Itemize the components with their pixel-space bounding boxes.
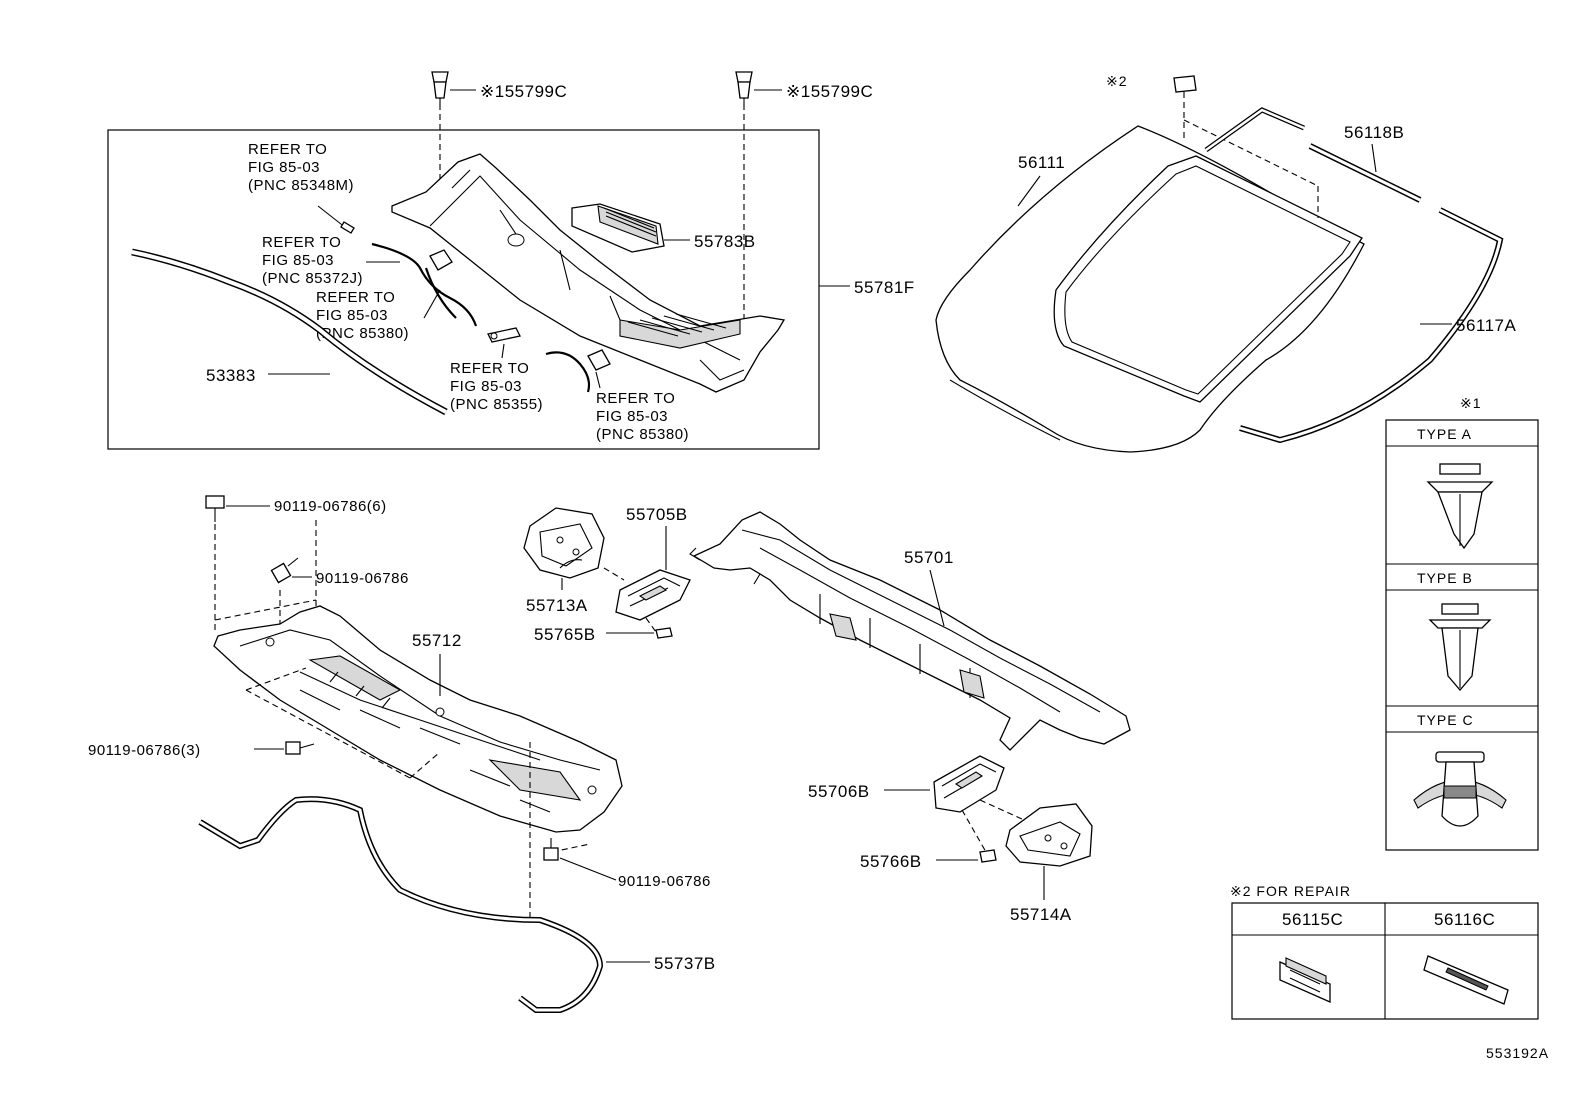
box-label: 55781F: [854, 278, 915, 297]
spacer-56115C-icon: [1279, 957, 1331, 1003]
bracket-55706B: [933, 755, 1005, 813]
type-c-label: TYPE C: [1417, 712, 1474, 728]
type-b-label: TYPE B: [1417, 570, 1473, 586]
ref-note-2: REFER TO FIG 85-03 (PNC 85372J): [262, 234, 363, 287]
harness-icon: [545, 349, 611, 393]
spacer-56116C-icon: [1423, 955, 1509, 1005]
label-55783B: 55783B: [694, 232, 756, 251]
label-55766B: 55766B: [860, 852, 922, 871]
svg-text:REFER TO: REFER TO: [248, 141, 327, 158]
svg-text:FIG 85-03: FIG 85-03: [262, 252, 334, 269]
cowl-top-panel: [391, 153, 786, 393]
cowl-reinforcement-55701: [689, 511, 1131, 751]
svg-text:(PNC 85380): (PNC 85380): [596, 426, 689, 443]
clip-icon: [431, 71, 449, 104]
label-90119-b: 90119-06786: [316, 570, 409, 587]
svg-text:FIG 85-03: FIG 85-03: [316, 307, 388, 324]
label-56117A: 56117A: [1456, 316, 1517, 335]
bolt-icon: [270, 557, 299, 584]
repair-panel: [1231, 902, 1539, 1020]
bracket-55713A: [523, 507, 605, 579]
clip-right-label: ※155799C: [786, 82, 873, 101]
bolt-icon: [205, 495, 225, 522]
label-55714A: 55714A: [1010, 905, 1072, 924]
label-55712: 55712: [412, 631, 462, 650]
clip-type-b-icon: [1428, 603, 1492, 691]
label-55706B: 55706B: [808, 782, 870, 801]
bracket-55714A: [1005, 803, 1093, 867]
label-55705B: 55705B: [626, 505, 688, 524]
seal-55737B: [198, 796, 604, 1013]
molding-56118B: [1204, 107, 1422, 203]
bolt-icon: [543, 838, 559, 861]
clip-type-c-icon: [1413, 751, 1507, 827]
ref-note-3: REFER TO FIG 85-03 (PNC 85380): [316, 289, 409, 342]
label-55713A: 55713A: [526, 596, 588, 615]
repair-header: ※2 FOR REPAIR: [1230, 883, 1351, 899]
svg-text:FIG 85-03: FIG 85-03: [596, 408, 668, 425]
windshield-glass-56111: [935, 125, 1365, 453]
label-90119-a: 90119-06786(6): [274, 498, 387, 515]
type-a-label: TYPE A: [1417, 426, 1472, 442]
svg-text:(PNC 85355): (PNC 85355): [450, 396, 543, 413]
clip-left-label: ※155799C: [480, 82, 567, 101]
label-56111: 56111: [1018, 153, 1065, 172]
svg-text:REFER TO: REFER TO: [316, 289, 395, 306]
svg-text:(PNC 85380): (PNC 85380): [316, 325, 409, 342]
cowl-panel-55712: [213, 605, 623, 833]
washer-nozzle-icon: [487, 327, 521, 343]
bolt-icon: [285, 741, 315, 755]
types-header: ※1: [1460, 395, 1482, 411]
star2-label: ※2: [1106, 73, 1128, 89]
label-53383: 53383: [206, 366, 256, 385]
svg-text:(PNC 85348M): (PNC 85348M): [248, 177, 354, 194]
footer-code: 553192A: [1486, 1045, 1549, 1061]
svg-text:REFER TO: REFER TO: [262, 234, 341, 251]
repair-item-1-label: 56115C: [1282, 910, 1343, 929]
harness-icon: [371, 242, 478, 327]
repair-item-2-label: 56116C: [1434, 910, 1495, 929]
label-90119-c: 90119-06786(3): [88, 742, 201, 759]
bracket-55705B: [615, 569, 691, 621]
svg-text:FIG 85-03: FIG 85-03: [248, 159, 320, 176]
svg-text:FIG 85-03: FIG 85-03: [450, 378, 522, 395]
weatherstrip-53383: [131, 248, 448, 416]
svg-text:REFER TO: REFER TO: [450, 360, 529, 377]
dam-56117A: [1239, 207, 1504, 444]
svg-text:REFER TO: REFER TO: [596, 390, 675, 407]
cowl-box: [107, 129, 820, 450]
label-55737B: 55737B: [654, 954, 716, 973]
svg-text:(PNC 85372J): (PNC 85372J): [262, 270, 363, 287]
label-55701: 55701: [904, 548, 954, 567]
label-90119-d: 90119-06786: [618, 873, 711, 890]
types-panel: [1385, 419, 1539, 851]
label-56118B: 56118B: [1344, 123, 1404, 142]
ref-note-4: REFER TO FIG 85-03 (PNC 85355): [450, 360, 543, 413]
clip-type-a-icon: [1426, 463, 1494, 550]
ref-note-1: REFER TO FIG 85-03 (PNC 85348M): [248, 141, 354, 194]
clip-icon: [735, 71, 753, 104]
filter-55783B: [571, 203, 665, 253]
ref-note-5: REFER TO FIG 85-03 (PNC 85380): [596, 390, 689, 443]
label-55765B: 55765B: [534, 625, 596, 644]
